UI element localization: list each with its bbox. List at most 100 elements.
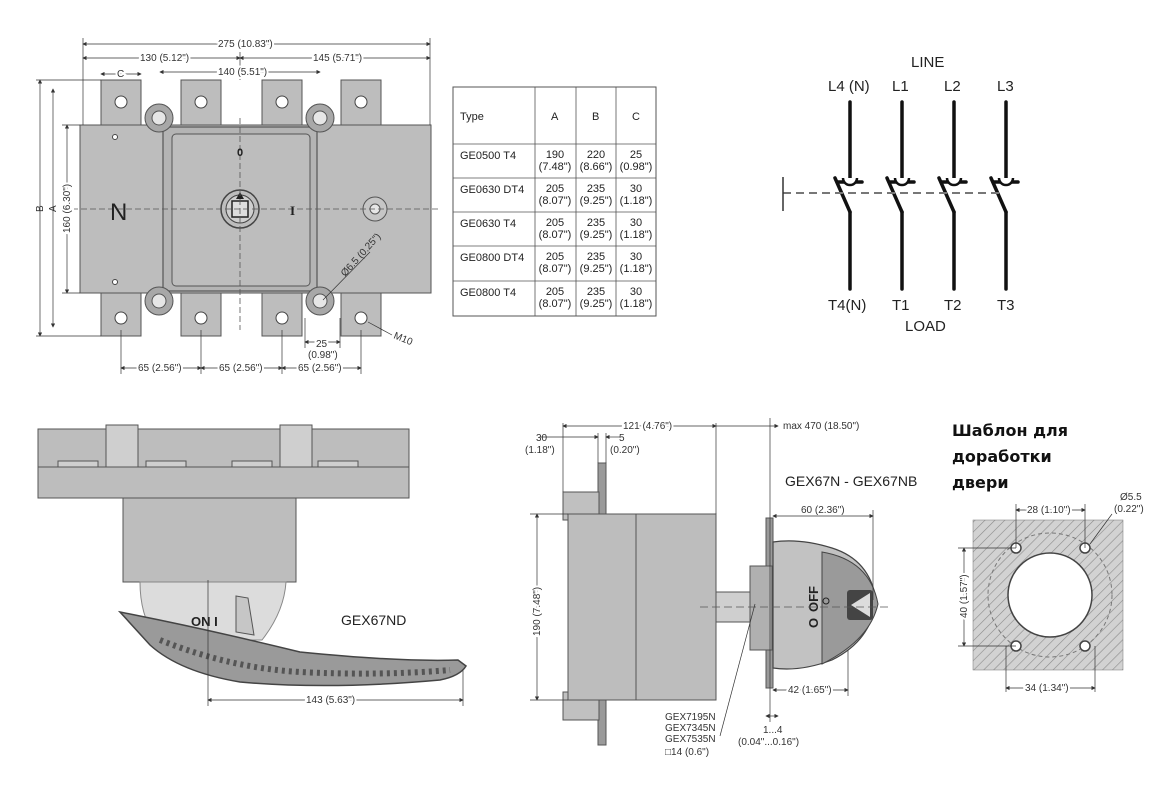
bottom-terminals bbox=[100, 291, 382, 337]
dim-pitch-2: 65 (2.56") bbox=[219, 363, 263, 374]
dim-190: 190 (7.48") bbox=[532, 587, 543, 636]
table-cell-type: GE0630 T4 bbox=[460, 218, 516, 230]
dim-gap-mm: 25 bbox=[316, 339, 328, 350]
dim-c: C bbox=[117, 69, 124, 80]
table-cell-a-in: (8.07") bbox=[539, 298, 572, 310]
side-view-gex67nd: ON I GEX67ND 143 (5.63") bbox=[37, 424, 467, 708]
dim-34: 34 (1.34") bbox=[1025, 683, 1069, 694]
dim-a: A bbox=[48, 205, 59, 212]
dim-60: 60 (2.36") bbox=[801, 505, 845, 516]
table-cell-a: 205 bbox=[546, 251, 564, 263]
table-cell-c: 30 bbox=[630, 251, 642, 263]
dim-1-4: 1...4 bbox=[763, 725, 783, 736]
handle-model-label: GEX67N - GEX67NB bbox=[785, 473, 917, 489]
part-number-2: GEX7345N bbox=[665, 723, 716, 734]
side-view-model-label: GEX67ND bbox=[341, 612, 406, 628]
dim-5: 5 bbox=[619, 433, 625, 444]
table-cell-c-in: (0.98") bbox=[620, 161, 653, 173]
table-row: GE0630 T4 205 (8.07") 235 (9.25") 30 (1.… bbox=[460, 217, 652, 241]
neutral-label: N bbox=[110, 199, 127, 226]
table-header-type: Type bbox=[460, 111, 484, 123]
top-dimensions bbox=[82, 38, 431, 125]
table-cell-type: GE0500 T4 bbox=[460, 150, 516, 162]
dim-30: 30 bbox=[536, 433, 548, 444]
table-cell-c-in: (1.18") bbox=[620, 263, 653, 275]
terminal-t1: T1 bbox=[892, 297, 910, 314]
terminal-l2: L2 bbox=[944, 78, 961, 95]
load-label: LOAD bbox=[905, 318, 946, 335]
table-cell-c-in: (1.18") bbox=[620, 195, 653, 207]
table-cell-a: 205 bbox=[546, 183, 564, 195]
terminal-holes bbox=[114, 95, 368, 325]
terminal-t4n: T4(N) bbox=[828, 297, 866, 314]
table-cell-b: 235 bbox=[587, 286, 605, 298]
terminal-l1: L1 bbox=[892, 78, 909, 95]
dim-gap-in: (0.98") bbox=[308, 350, 338, 361]
table-cell-a-in: (8.07") bbox=[539, 229, 572, 241]
table-cell-a: 190 bbox=[546, 149, 564, 161]
table-cell-type: GE0630 DT4 bbox=[460, 184, 524, 196]
dim-b: B bbox=[35, 205, 46, 212]
dim-inner-width: 140 (5.51") bbox=[218, 67, 267, 78]
handle-on-label: ON I bbox=[191, 614, 218, 629]
dim-overall-width: 275 (10.83") bbox=[218, 39, 273, 50]
switch-front-view: N 0 I 275 (10.83") 130 (5.12") 145 (5.71… bbox=[35, 37, 440, 376]
table-cell-a: 205 bbox=[546, 286, 564, 298]
table-header-c: C bbox=[632, 111, 640, 123]
table-cell-type: GE0800 T4 bbox=[460, 287, 516, 299]
table-cell-type: GE0800 DT4 bbox=[460, 252, 524, 264]
wiring-schematic: LINE LOAD L4 (N) L1 L2 L3 T4(N) T1 T2 T3 bbox=[782, 54, 1020, 335]
part-number-3: GEX7535N bbox=[665, 734, 716, 745]
table-cell-a-in: (8.07") bbox=[539, 263, 572, 275]
bottom-dimensions bbox=[120, 251, 393, 374]
table-cell-a-in: (7.48") bbox=[539, 161, 572, 173]
terminal-l3: L3 bbox=[997, 78, 1014, 95]
dim-5-in: (0.20") bbox=[610, 445, 640, 456]
shaft-size-label: □14 (0.6") bbox=[665, 747, 709, 758]
table-cell-c: 25 bbox=[630, 149, 642, 161]
table-header-b: B bbox=[592, 111, 599, 123]
terminal-t2: T2 bbox=[944, 297, 962, 314]
table-cell-a: 205 bbox=[546, 217, 564, 229]
table-cell-b: 235 bbox=[587, 251, 605, 263]
bolt-size-label: M10 bbox=[392, 331, 415, 349]
table-header-a: A bbox=[551, 111, 559, 123]
handle-mount-view: OFF O GEX67N - GEX67NB 121 (4.76") ma bbox=[525, 418, 917, 758]
table-cell-b: 235 bbox=[587, 183, 605, 195]
dim-30-in: (1.18") bbox=[525, 445, 555, 456]
dim-121: 121 (4.76") bbox=[623, 421, 672, 432]
table-cell-c-in: (1.18") bbox=[620, 298, 653, 310]
template-title-line1: Шаблон для доработки bbox=[952, 421, 1068, 466]
top-terminals bbox=[100, 79, 382, 127]
table-cell-b: 220 bbox=[587, 149, 605, 161]
door-drilling-template: 28 (1.10") Ø5.5 (0.22") 40 (1.57") 34 (1… bbox=[957, 492, 1144, 696]
table-cell-b: 235 bbox=[587, 217, 605, 229]
dim-handle-length: 143 (5.63") bbox=[306, 695, 355, 706]
off-position-label: 0 bbox=[237, 147, 243, 159]
dimension-table: Type A B C GE0500 T4 190 (7.48") 220 (8.… bbox=[452, 86, 657, 317]
table-cell-a-in: (8.07") bbox=[539, 195, 572, 207]
dim-1-4-in: (0.04"...0.16") bbox=[738, 737, 799, 748]
table-row: GE0630 DT4 205 (8.07") 235 (9.25") 30 (1… bbox=[460, 183, 652, 207]
table-row: GE0800 T4 205 (8.07") 235 (9.25") 30 (1.… bbox=[460, 286, 652, 310]
table-row: GE0800 DT4 205 (8.07") 235 (9.25") 30 (1… bbox=[460, 251, 652, 275]
table-cell-c-in: (1.18") bbox=[620, 229, 653, 241]
template-hole-label: Ø5.5 bbox=[1120, 492, 1142, 503]
table-cell-b-in: (9.25") bbox=[580, 195, 613, 207]
fixing-rings bbox=[144, 103, 388, 316]
template-title: Шаблон для доработки двери bbox=[952, 418, 1172, 496]
dim-40: 40 (1.57") bbox=[959, 574, 970, 618]
table-cell-b-in: (8.66") bbox=[580, 161, 613, 173]
template-title-line2: двери bbox=[952, 473, 1009, 492]
part-number-1: GEX7195N bbox=[665, 712, 716, 723]
left-dimensions bbox=[36, 79, 101, 337]
knob-o-label: O bbox=[806, 618, 821, 628]
dim-pitch-1: 65 (2.56") bbox=[138, 363, 182, 374]
dim-right-width: 145 (5.71") bbox=[313, 53, 362, 64]
dim-42: 42 (1.65") bbox=[788, 685, 832, 696]
table-cell-c: 30 bbox=[630, 217, 642, 229]
terminal-l4n: L4 (N) bbox=[828, 78, 870, 95]
terminal-t3: T3 bbox=[997, 297, 1015, 314]
table-row: GE0500 T4 190 (7.48") 220 (8.66") 25 (0.… bbox=[460, 149, 652, 173]
